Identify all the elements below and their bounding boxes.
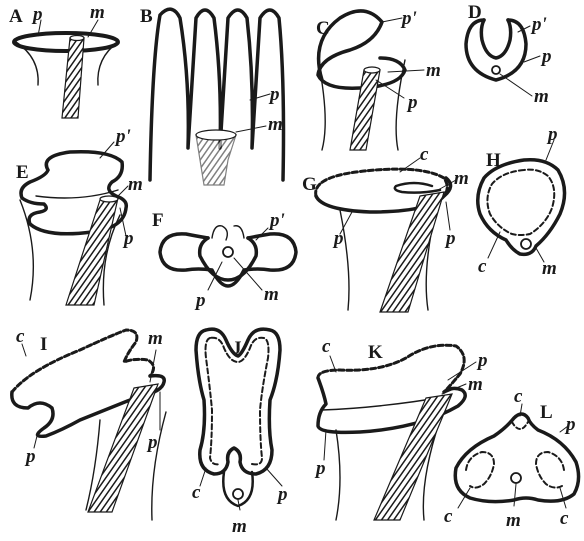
label-p: p — [540, 46, 552, 67]
panel-f: F p' p m — [152, 210, 296, 311]
label-m: m — [534, 86, 549, 107]
dashed-rim — [12, 330, 154, 392]
outer-disc — [478, 160, 565, 255]
panel-h: H p c m — [478, 124, 565, 279]
label-m: m — [542, 258, 557, 279]
label-c: c — [478, 256, 487, 277]
label-m: m — [264, 284, 279, 305]
dashed-rim — [318, 345, 464, 392]
panel-d: D p' p m — [466, 2, 552, 107]
panel-label: J — [232, 338, 242, 359]
inner-loop — [481, 20, 510, 58]
label-c: c — [192, 482, 201, 503]
label-c: c — [420, 144, 429, 165]
label-p: p — [546, 124, 558, 145]
label-c: c — [444, 506, 453, 527]
label-p: p — [406, 92, 418, 113]
panel-label: C — [316, 18, 330, 39]
panel-label: H — [486, 150, 501, 171]
panel-label: B — [140, 6, 153, 27]
label-c: c — [322, 336, 331, 357]
stalk — [374, 394, 452, 520]
panel-e: E p' m p — [16, 126, 143, 305]
label-c: c — [514, 386, 523, 407]
label-p: p — [476, 350, 488, 371]
label-p-prime: p' — [114, 126, 131, 147]
label-c: c — [560, 508, 569, 529]
panel-label: K — [368, 342, 383, 363]
label-p: p — [276, 484, 288, 505]
label-p: p — [146, 432, 158, 453]
inner-dashed-disc — [487, 170, 554, 235]
panel-l: L c p c m c — [444, 386, 579, 531]
ring-disc — [14, 33, 118, 51]
panel-label: I — [40, 334, 47, 355]
label-c: c — [16, 326, 25, 347]
fold-tips — [212, 226, 244, 240]
panel-g: G c m p p — [302, 144, 469, 312]
label-p: p — [24, 446, 36, 467]
label-p-prime: p' — [400, 8, 417, 29]
label-m: m — [232, 516, 247, 537]
label-p-prime: p' — [530, 14, 547, 35]
label-m: m — [128, 174, 143, 195]
panel-j: J c p m — [192, 329, 288, 537]
left-dashed-lobe — [466, 452, 494, 488]
stalk-top — [364, 67, 380, 73]
mouth-pore — [492, 66, 500, 74]
label-p: p — [268, 84, 280, 105]
label-m: m — [148, 328, 163, 349]
panel-label: G — [302, 174, 317, 195]
stalk — [66, 198, 118, 305]
spiral-disc — [318, 11, 405, 88]
mouth-pore — [511, 473, 521, 483]
label-p: p — [564, 414, 576, 435]
mouth-pore — [223, 247, 233, 257]
panel-label: E — [16, 162, 29, 183]
label-m: m — [454, 168, 469, 189]
label-p: p — [31, 4, 43, 25]
stalk-top — [70, 36, 84, 41]
label-m: m — [506, 510, 521, 531]
label-m: m — [268, 114, 283, 135]
outer-loop — [466, 20, 526, 80]
top-dashed-notch — [512, 422, 528, 429]
panel-i: I c m p p — [12, 326, 166, 520]
panel-label: L — [540, 402, 553, 423]
label-p-prime: p' — [268, 210, 285, 231]
label-m: m — [468, 374, 483, 395]
stalk-top — [196, 130, 236, 140]
outer-disc — [160, 234, 296, 286]
panel-label: F — [152, 210, 164, 231]
panel-b: B p m — [140, 6, 284, 185]
label-m: m — [90, 2, 105, 23]
inner-fold — [395, 183, 440, 193]
stalk — [350, 70, 380, 150]
right-dashed-lobe — [536, 452, 564, 488]
label-p: p — [314, 458, 326, 479]
label-p: p — [332, 228, 344, 249]
panel-label: D — [468, 2, 482, 23]
mouth-pore — [521, 239, 531, 249]
mouth-pore — [233, 489, 243, 499]
panel-label: A — [9, 6, 23, 27]
label-p: p — [444, 228, 456, 249]
label-p: p — [194, 290, 206, 311]
label-p: p — [122, 228, 134, 249]
stalk-top — [100, 196, 118, 202]
panel-a: A p m — [9, 2, 118, 118]
label-m: m — [426, 60, 441, 81]
panel-c: C p' m p — [316, 8, 441, 150]
stalk — [196, 135, 236, 185]
